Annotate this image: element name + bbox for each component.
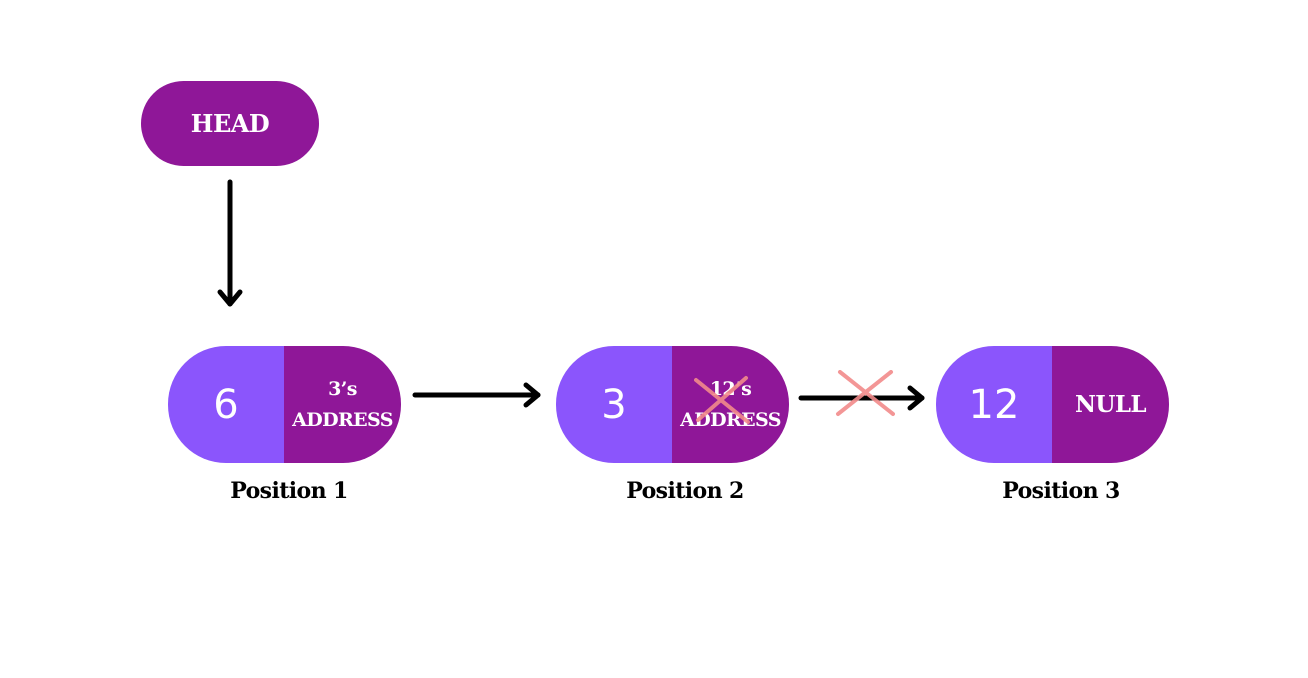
position-label-2: Position 2: [626, 478, 744, 504]
node-3-pointer-line1: NULL: [1074, 391, 1147, 418]
node-2-pointer-line1: 12’s: [709, 377, 752, 400]
node-2-pointer: 12’s ADDRESS: [672, 346, 789, 463]
node-1-pointer-line1: 3’s: [328, 377, 357, 400]
node-3-data: 12: [936, 346, 1052, 463]
position-label-1: Position 1: [230, 478, 348, 504]
head-label: HEAD: [190, 109, 270, 138]
list-node-1: 6 3’s ADDRESS: [168, 346, 401, 463]
node-2-data: 3: [556, 346, 672, 463]
position-label-3: Position 3: [1002, 478, 1120, 504]
node-1-pointer-line2: ADDRESS: [292, 408, 393, 431]
node-1-pointer: 3’s ADDRESS: [284, 346, 401, 463]
node-1-to-node-2-arrow: [412, 382, 541, 408]
node-2-pointer-line2: ADDRESS: [680, 408, 781, 431]
node-1-data: 6: [168, 346, 284, 463]
head-to-node-1-arrow: [217, 179, 243, 307]
head-node: HEAD: [141, 81, 319, 166]
list-node-2: 3 12’s ADDRESS: [556, 346, 789, 463]
node-2-to-node-3-arrow: [798, 385, 925, 411]
list-node-3: 12 NULL: [936, 346, 1169, 463]
node-3-pointer: NULL: [1052, 346, 1169, 463]
link-broken-cross-icon: [836, 370, 895, 416]
